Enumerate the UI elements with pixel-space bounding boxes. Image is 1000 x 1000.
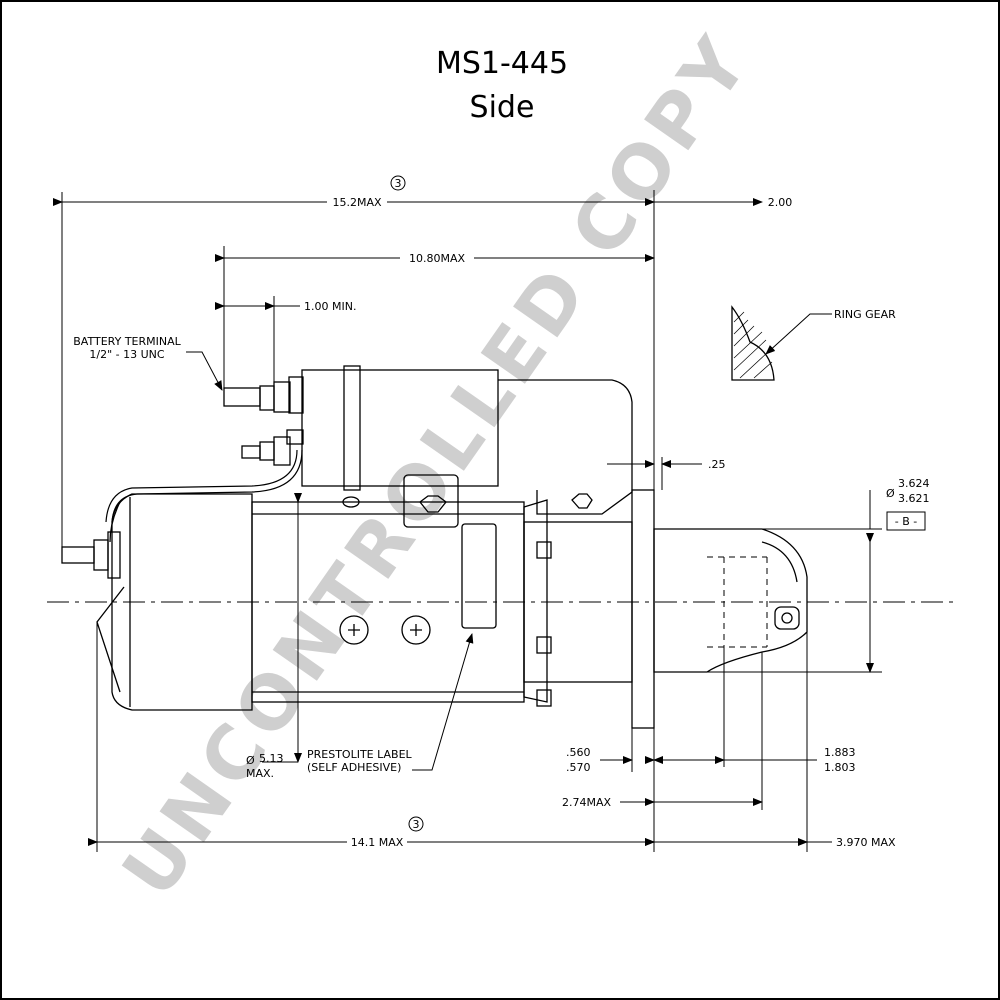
lead-wire [111,449,303,523]
end-stud-washer [107,531,121,579]
drive-housing [523,521,633,683]
solenoid-cap [288,376,304,414]
lead-wire-outer [105,449,298,523]
nose-lip [761,541,798,583]
terminal-washer-2 [259,441,275,461]
drawing-subtitle: Side [469,90,535,125]
dim-text-pinion-lo: 1.803 [824,761,856,774]
leader-battery [186,351,223,391]
dim-text-solenoid: 10.80MAX [409,252,466,265]
terminal-nut-1 [273,381,291,413]
dim-text-pilot-hi: 3.624 [898,477,930,490]
ring-gear-section [731,305,775,381]
nose-bolt-head [781,612,793,624]
leader-prestolite [412,633,474,771]
screw-2 [401,615,431,645]
prestolite-label-1: PRESTOLITE LABEL [307,748,413,761]
screw-2-cross [410,624,422,636]
dim-text-min: 1.00 MIN. [304,300,356,313]
solenoid-body [301,369,499,487]
note-circle-bottom [408,816,424,832]
housing-bolt-3 [536,689,552,707]
pilot-dia-symbol: Ø [886,487,895,500]
mount-nut [419,495,447,513]
frame-screw [342,496,360,508]
note-number-top: 3 [395,177,402,190]
drawing-title: MS1-445 [435,46,569,81]
screw-1 [339,615,369,645]
ring-gear-label: RING GEAR [834,308,896,321]
datum-box [886,511,926,531]
brush-cover [96,586,125,693]
dim-text-nose-len: 3.970 MAX [836,836,896,849]
label-area [461,523,497,629]
housing-bolt-2 [536,636,552,654]
dim-text-body-max: 14.1 MAX [351,836,404,849]
housing-nut [571,493,593,509]
dim-text-flange: .25 [708,458,726,471]
watermark-text: UNCONTROLLED COPY [106,19,768,913]
nose-housing [653,528,808,673]
dim-text-body-dia: 5.13 [259,752,284,765]
battery-terminal-stud [223,387,261,407]
mount-lug [403,474,459,528]
screw-1-cross [348,624,360,636]
solenoid-band [343,365,361,491]
terminal-washer-1 [259,385,275,411]
body-dia-symbol: Ø [246,754,255,767]
dim-text-body-dia-suffix: MAX. [246,767,274,780]
prestolite-label-2: (SELF ADHESIVE) [307,761,401,774]
dim-text-pinion-hi: 1.883 [824,746,856,759]
solenoid-housing [498,379,633,515]
dim-text-flange-hi: .560 [566,746,591,759]
dim-text-nose-max: 2.74MAX [562,796,612,809]
end-cap-outline [111,493,253,711]
end-stud-nut [93,539,109,571]
nose-bolt [774,606,800,630]
housing-bolt-1 [536,541,552,559]
dim-text-pinion-offset: 2.00 [768,196,793,209]
note-number-bottom: 3 [413,818,420,831]
dim-text-overall: 15.2MAX [332,196,382,209]
motor-terminal-stud [241,445,261,459]
datum-label: - B - [895,515,918,528]
note-circle-top [390,175,406,191]
leader-ring-gear [765,313,832,355]
switch-terminal [286,429,304,445]
end-stud [61,546,95,564]
housing-step [523,499,548,703]
mount-flange [631,489,655,729]
battery-terminal-label-2: 1/2" - 13 UNC [89,348,164,361]
dim-text-pilot-lo: 3.621 [898,492,930,505]
dim-text-flange-lo: .570 [566,761,591,774]
battery-terminal-label-1: BATTERY TERMINAL [73,335,181,348]
